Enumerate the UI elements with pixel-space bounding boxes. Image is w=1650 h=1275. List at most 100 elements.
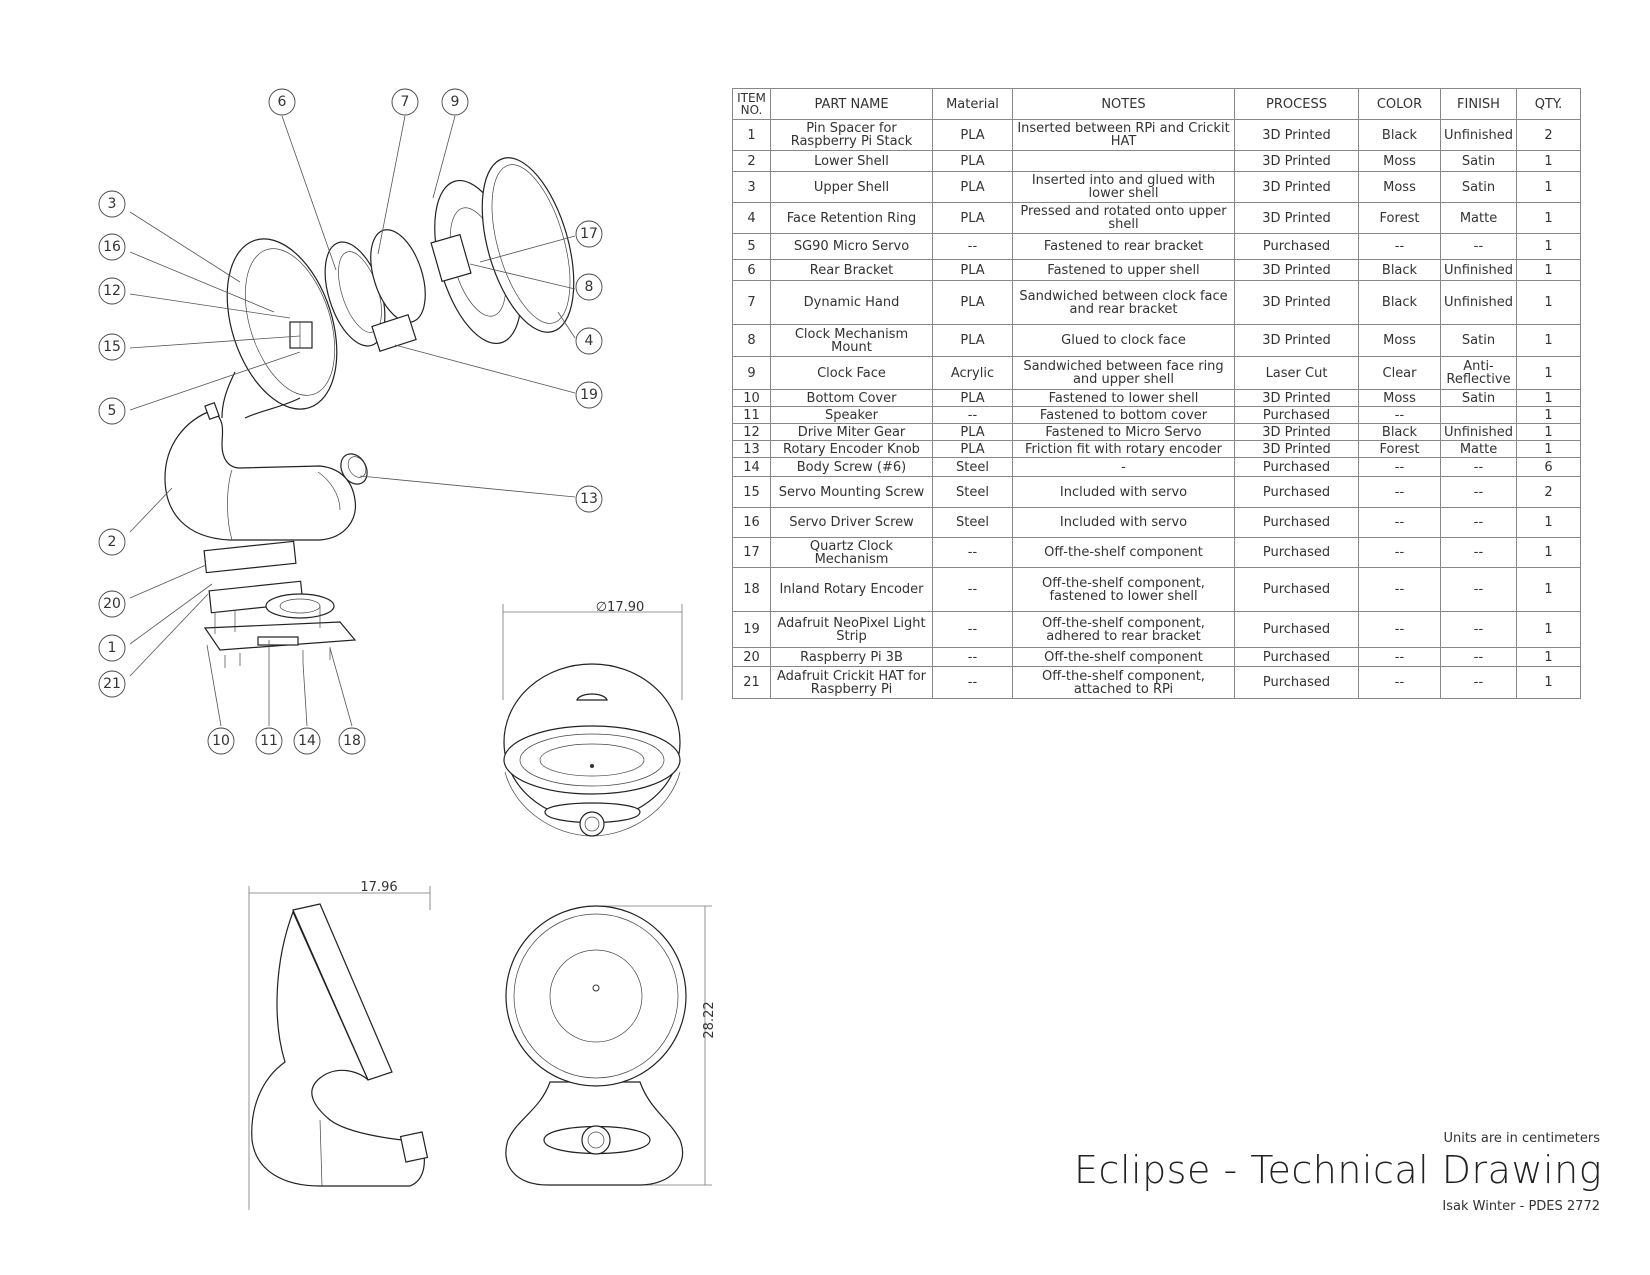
svg-text:1: 1 [108, 640, 117, 656]
svg-text:16: 16 [103, 239, 121, 255]
cell-process: Purchased [1234, 406, 1359, 424]
cell-item: 7 [732, 280, 771, 325]
face-retention-ring-part [481, 157, 575, 333]
cell-process: Purchased [1234, 611, 1359, 648]
svg-text:9: 9 [451, 94, 460, 110]
bill-of-materials-table: ITEM NO. PART NAME Material NOTES PROCES… [732, 88, 1581, 699]
cell-qty: 1 [1516, 440, 1581, 458]
cell-color: -- [1358, 647, 1441, 667]
header-qty: QTY. [1516, 88, 1581, 120]
cell-qty: 1 [1516, 150, 1581, 172]
cell-process: 3D Printed [1234, 423, 1359, 441]
table-header-row: ITEM NO. PART NAME Material NOTES PROCES… [732, 88, 1581, 120]
header-notes: NOTES [1012, 88, 1235, 120]
cell-part: Rear Bracket [770, 259, 933, 281]
cell-qty: 2 [1516, 476, 1581, 508]
cell-notes: Fastened to rear bracket [1012, 233, 1235, 260]
cell-qty: 6 [1516, 457, 1581, 477]
cell-qty: 1 [1516, 171, 1581, 203]
cell-process: 3D Printed [1234, 440, 1359, 458]
cell-part: Pin Spacer for Raspberry Pi Stack [770, 119, 933, 151]
balloon-16: 16 [98, 233, 126, 261]
cell-qty: 1 [1516, 259, 1581, 281]
cell-material: -- [932, 537, 1013, 568]
cell-item: 6 [732, 259, 771, 281]
header-process: PROCESS [1234, 88, 1359, 120]
cell-material: -- [932, 611, 1013, 648]
cell-item: 2 [732, 150, 771, 172]
svg-text:2: 2 [108, 534, 117, 550]
balloon-8: 8 [575, 273, 603, 301]
cell-notes: Fastened to upper shell [1012, 259, 1235, 281]
cell-finish [1440, 406, 1517, 424]
cell-notes: Sandwiched between clock face and rear b… [1012, 280, 1235, 325]
cell-material: PLA [932, 280, 1013, 325]
cell-item: 4 [732, 202, 771, 234]
cell-item: 20 [732, 647, 771, 667]
cell-finish: Unfinished [1440, 119, 1517, 151]
cell-notes: Sandwiched between face ring and upper s… [1012, 356, 1235, 390]
cell-qty: 1 [1516, 406, 1581, 424]
cell-material: -- [932, 666, 1013, 699]
cell-material: Steel [932, 457, 1013, 477]
svg-text:18: 18 [343, 733, 361, 749]
cell-finish: Unfinished [1440, 423, 1517, 441]
cell-material: PLA [932, 150, 1013, 172]
clock-face-part [430, 179, 522, 345]
svg-text:4: 4 [585, 333, 594, 349]
cell-qty: 1 [1516, 537, 1581, 568]
svg-text:14: 14 [298, 733, 316, 749]
svg-text:7: 7 [401, 94, 410, 110]
cell-color: Forest [1358, 202, 1441, 234]
balloon-13: 13 [575, 485, 603, 513]
cell-part: Dynamic Hand [770, 280, 933, 325]
cell-item: 17 [732, 537, 771, 568]
svg-text:10: 10 [212, 733, 230, 749]
cell-finish: Anti-Reflective [1440, 356, 1517, 390]
cell-qty: 1 [1516, 647, 1581, 667]
cell-item: 5 [732, 233, 771, 260]
svg-text:12: 12 [103, 283, 121, 299]
cell-part: Upper Shell [770, 171, 933, 203]
cell-process: 3D Printed [1234, 324, 1359, 357]
upper-shell-part [221, 238, 338, 419]
cell-process: 3D Printed [1234, 202, 1359, 234]
electronics-stack-part [203, 540, 357, 668]
cell-item: 10 [732, 389, 771, 407]
balloon-4: 4 [575, 327, 603, 355]
cell-notes: Off-the-shelf component, fastened to low… [1012, 567, 1235, 612]
cell-finish: -- [1440, 666, 1517, 699]
cell-color: Black [1358, 280, 1441, 325]
cell-process: Purchased [1234, 233, 1359, 260]
balloon-20: 20 [98, 590, 126, 618]
cell-qty: 1 [1516, 423, 1581, 441]
cell-notes: Inserted between RPi and Crickit HAT [1012, 119, 1235, 151]
balloon-2: 2 [98, 528, 126, 556]
cell-notes: Off-the-shelf component, attached to RPi [1012, 666, 1235, 699]
side-view: 17.96 [248, 880, 431, 1210]
cell-notes: Friction fit with rotary encoder [1012, 440, 1235, 458]
balloon-11: 11 [255, 727, 283, 755]
svg-text:21: 21 [103, 676, 121, 692]
cell-color: -- [1358, 567, 1441, 612]
cell-part: Quartz Clock Mechanism [770, 537, 933, 568]
header-finish: FINISH [1440, 88, 1517, 120]
cell-part: Speaker [770, 406, 933, 424]
cell-notes: Pressed and rotated onto upper shell [1012, 202, 1235, 234]
balloon-7: 7 [391, 88, 419, 116]
cell-material: -- [932, 567, 1013, 612]
cell-color: -- [1358, 406, 1441, 424]
cell-qty: 1 [1516, 356, 1581, 390]
svg-text:11: 11 [260, 733, 278, 749]
cell-finish: Satin [1440, 171, 1517, 203]
cell-item: 16 [732, 507, 771, 538]
cell-color: Black [1358, 423, 1441, 441]
cell-color: Black [1358, 119, 1441, 151]
